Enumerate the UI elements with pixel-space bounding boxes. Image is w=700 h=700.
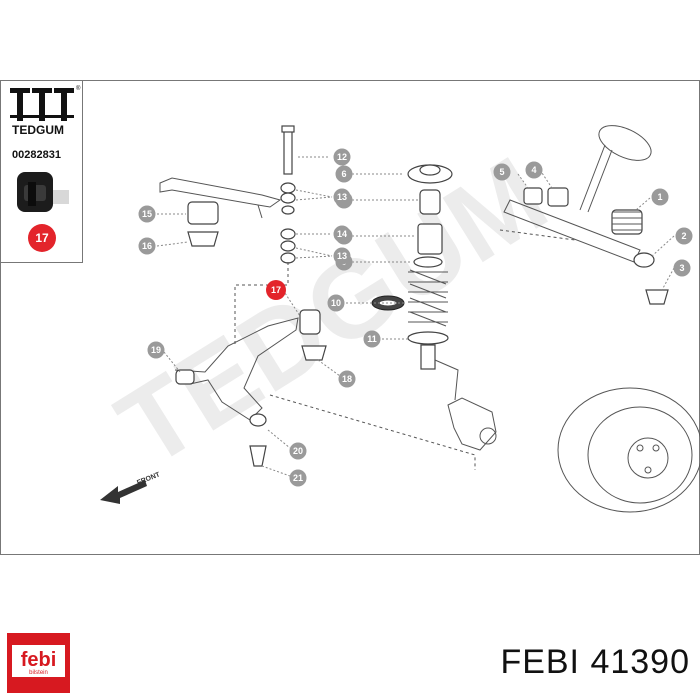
trademark-symbol: ®	[76, 85, 81, 92]
tedgum-logo: TEDGUM ®	[10, 85, 81, 137]
febi-logo-word: febi	[21, 649, 57, 671]
callout-4: 4	[525, 161, 543, 179]
logo-word: TEDGUM	[12, 123, 64, 137]
bushing-product-image	[17, 172, 69, 212]
callout-20: 20	[289, 442, 307, 460]
article-number: 00282831	[12, 149, 61, 161]
leader-lines	[156, 156, 675, 477]
svg-text:13: 13	[337, 192, 347, 202]
svg-text:19: 19	[151, 345, 161, 355]
callout-13-upper: 13	[333, 188, 351, 206]
svg-text:16: 16	[142, 241, 152, 251]
stabilizer-link-column	[234, 125, 296, 345]
callout-16: 16	[138, 237, 156, 255]
svg-text:6: 6	[341, 169, 346, 179]
svg-text:14: 14	[337, 229, 347, 239]
febi-logo-sub: bilstein	[29, 670, 48, 676]
svg-text:15: 15	[142, 209, 152, 219]
callout-5: 5	[493, 163, 511, 181]
callout-14: 14	[333, 225, 351, 243]
brand-panel: TEDGUM ® 00282831 17	[0, 80, 83, 263]
febi-logo: febi bilstein	[7, 633, 70, 693]
callout-10: 10	[327, 294, 345, 312]
svg-text:12: 12	[337, 152, 347, 162]
callout-2: 2	[675, 227, 693, 245]
svg-text:4: 4	[531, 165, 536, 175]
svg-text:20: 20	[293, 446, 303, 456]
svg-text:1: 1	[657, 192, 662, 202]
callout-18: 18	[338, 370, 356, 388]
lower-control-arm	[174, 309, 327, 467]
callout-11: 11	[363, 330, 381, 348]
callout-12: 12	[333, 148, 351, 166]
steering-knuckle	[269, 394, 497, 470]
svg-text:11: 11	[367, 334, 377, 344]
highlight-badge: 17	[28, 224, 56, 252]
wheel	[557, 387, 700, 513]
svg-text:21: 21	[293, 473, 303, 483]
callout-6: 6	[335, 165, 353, 183]
callout-3: 3	[673, 259, 691, 277]
callout-13-lower: 13	[333, 247, 351, 265]
svg-text:10: 10	[331, 298, 341, 308]
svg-text:2: 2	[681, 231, 686, 241]
svg-text:17: 17	[35, 231, 49, 245]
callout-21: 21	[289, 469, 307, 487]
svg-text:13: 13	[337, 251, 347, 261]
svg-text:3: 3	[679, 263, 684, 273]
svg-text:17: 17	[271, 285, 281, 295]
svg-text:18: 18	[342, 374, 352, 384]
svg-text:5: 5	[499, 167, 504, 177]
callout-15: 15	[138, 205, 156, 223]
watermark-text: TEDGUM	[98, 133, 567, 490]
callout-19: 19	[147, 341, 165, 359]
front-direction-arrow: FRONT	[100, 471, 162, 504]
callout-17-highlighted: 17	[266, 280, 286, 300]
product-title: FEBI 41390	[500, 643, 690, 681]
stabilizer-bar	[159, 177, 282, 247]
steering-assembly	[499, 125, 669, 305]
callout-1: 1	[651, 188, 669, 206]
